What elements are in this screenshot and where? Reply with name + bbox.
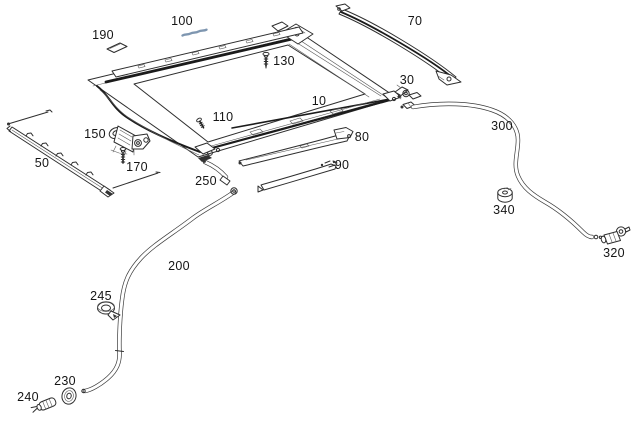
- part-320-connector-drawing: [600, 226, 631, 245]
- part-label-240[interactable]: 240: [17, 389, 39, 404]
- part-label-250[interactable]: 250: [195, 173, 217, 188]
- part-label-10[interactable]: 10: [311, 93, 327, 108]
- part-label-245[interactable]: 245: [90, 288, 112, 303]
- part-130-screw-icon: [262, 51, 270, 69]
- part-190-clip-drawing: [106, 42, 128, 53]
- part-245-clamp-drawing: [97, 301, 121, 321]
- part-250-elbow-drawing: [202, 159, 231, 186]
- part-label-150[interactable]: 150: [84, 126, 106, 141]
- part-150-motor-drawing: [108, 125, 151, 157]
- part-label-300[interactable]: 300: [491, 118, 513, 133]
- part-200-hose-drawing: [81, 187, 238, 394]
- frame-latch: [271, 21, 289, 32]
- part-30-bracket-drawing: [394, 84, 422, 100]
- part-300-hose-drawing: [400, 101, 603, 240]
- part-50-rail-drawing: [6, 109, 161, 198]
- part-label-100[interactable]: 100: [171, 13, 193, 28]
- part-label-70[interactable]: 70: [407, 13, 423, 28]
- part-label-90[interactable]: 90: [334, 157, 350, 172]
- part-90-rail-drawing: [257, 160, 338, 193]
- part-230-grommet-drawing: [61, 387, 77, 405]
- part-label-110[interactable]: 110: [212, 109, 234, 124]
- part-240-connector-drawing: [30, 397, 57, 413]
- part-70-rail-drawing: [335, 3, 462, 86]
- part-100-rail-drawing: [111, 26, 304, 78]
- part-80-rail-drawing: [238, 127, 354, 167]
- part-label-30[interactable]: 30: [399, 72, 415, 87]
- part-170-screw-icon: [119, 147, 127, 164]
- part-label-80[interactable]: 80: [354, 129, 370, 144]
- part-label-170[interactable]: 170: [126, 159, 148, 174]
- part-label-190[interactable]: 190: [92, 27, 114, 42]
- part-label-340[interactable]: 340: [493, 202, 515, 217]
- part-label-320[interactable]: 320: [603, 245, 625, 260]
- part-label-230[interactable]: 230: [54, 373, 76, 388]
- part-110-screw-icon: [196, 117, 205, 129]
- highlighted-strip-icon: [181, 28, 208, 37]
- part-label-130[interactable]: 130: [273, 53, 295, 68]
- part-label-200[interactable]: 200: [168, 258, 190, 273]
- part-340-grommet-drawing: [497, 187, 513, 203]
- part-label-50[interactable]: 50: [34, 155, 50, 170]
